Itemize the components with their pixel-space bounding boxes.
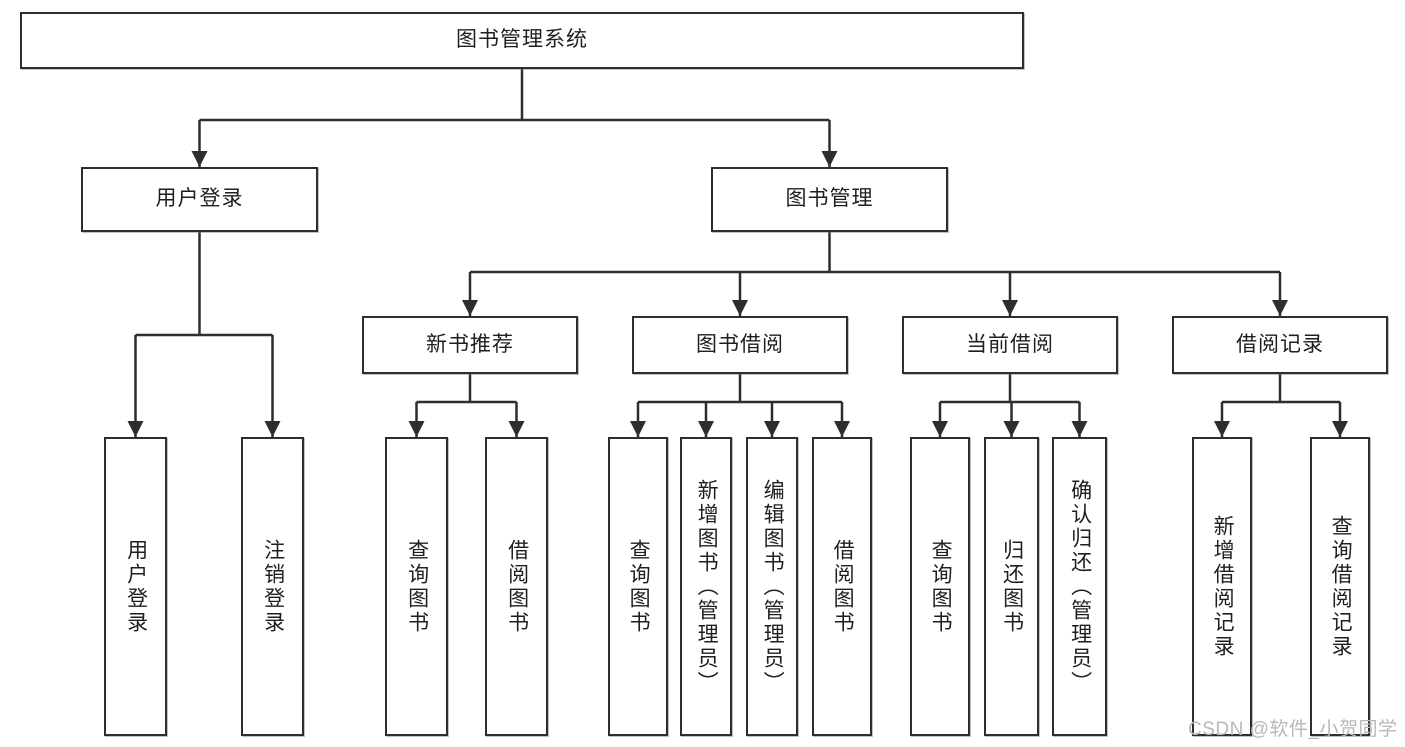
node-user-login[interactable]: 用户登录 xyxy=(81,167,318,232)
node-label: 图书管理 xyxy=(785,187,874,211)
node-current-borrow[interactable]: 当前借阅 xyxy=(902,316,1118,374)
node-label: 图书管理系统 xyxy=(456,28,588,52)
arrowhead xyxy=(191,151,208,167)
node-book-manage[interactable]: 图书管理 xyxy=(711,167,948,232)
node-leaf-borrow-book-1[interactable]: 借阅图书 xyxy=(485,437,548,736)
arrowhead xyxy=(508,421,525,437)
node-leaf-query-book-1[interactable]: 查询图书 xyxy=(385,437,448,736)
arrowhead xyxy=(127,421,144,437)
arrowhead xyxy=(1003,421,1020,437)
node-leaf-query-book-2[interactable]: 查询图书 xyxy=(608,437,668,736)
node-book-borrow[interactable]: 图书借阅 xyxy=(632,316,848,374)
node-label: 查询图书 xyxy=(627,538,651,635)
node-label: 借阅图书 xyxy=(831,538,855,635)
arrowhead xyxy=(834,421,850,437)
csdn-watermark: CSDN @软件_小贺同学 xyxy=(1188,719,1398,740)
node-label: 新增图书（管理员） xyxy=(695,478,719,695)
node-leaf-return-book[interactable]: 归还图书 xyxy=(984,437,1039,736)
arrowhead xyxy=(1071,421,1088,437)
arrowhead xyxy=(408,421,425,437)
node-label: 用户登录 xyxy=(124,538,148,635)
node-label: 注销登录 xyxy=(261,538,285,635)
arrowhead xyxy=(1272,300,1288,316)
node-leaf-query-book-3[interactable]: 查询图书 xyxy=(910,437,970,736)
node-label: 查询图书 xyxy=(405,538,429,635)
node-label: 新书推荐 xyxy=(426,332,514,356)
arrowhead xyxy=(698,421,714,437)
arrowhead xyxy=(1214,421,1230,437)
node-leaf-confirm-return[interactable]: 确认归还（管理员） xyxy=(1052,437,1107,736)
node-label: 查询图书 xyxy=(929,538,953,635)
node-label: 编辑图书（管理员） xyxy=(761,478,785,695)
arrowhead xyxy=(1332,421,1348,437)
node-borrow-record[interactable]: 借阅记录 xyxy=(1172,316,1388,374)
node-leaf-edit-book[interactable]: 编辑图书（管理员） xyxy=(746,437,798,736)
node-label: 新增借阅记录 xyxy=(1211,514,1235,659)
node-leaf-borrow-book-2[interactable]: 借阅图书 xyxy=(812,437,872,736)
arrowhead xyxy=(764,421,780,437)
node-label: 用户登录 xyxy=(155,187,244,211)
arrowhead xyxy=(821,151,838,167)
arrowhead xyxy=(264,421,281,437)
node-leaf-add-record[interactable]: 新增借阅记录 xyxy=(1192,437,1252,736)
node-leaf-query-record[interactable]: 查询借阅记录 xyxy=(1310,437,1370,736)
node-label: 当前借阅 xyxy=(966,332,1054,356)
arrowhead xyxy=(630,421,646,437)
node-leaf-user-logout[interactable]: 注销登录 xyxy=(241,437,304,736)
node-label: 借阅图书 xyxy=(505,538,529,635)
node-label: 归还图书 xyxy=(1000,538,1024,635)
node-label: 图书借阅 xyxy=(696,332,784,356)
node-root[interactable]: 图书管理系统 xyxy=(20,12,1024,69)
node-label: 确认归还（管理员） xyxy=(1068,478,1092,695)
arrowhead xyxy=(932,421,948,437)
node-label: 查询借阅记录 xyxy=(1329,514,1353,659)
node-leaf-add-book[interactable]: 新增图书（管理员） xyxy=(680,437,732,736)
node-label: 借阅记录 xyxy=(1236,332,1324,356)
arrowhead xyxy=(462,300,478,316)
arrowhead xyxy=(732,300,748,316)
arrowhead xyxy=(1002,300,1018,316)
node-leaf-user-login[interactable]: 用户登录 xyxy=(104,437,167,736)
node-new-book-rec[interactable]: 新书推荐 xyxy=(362,316,578,374)
